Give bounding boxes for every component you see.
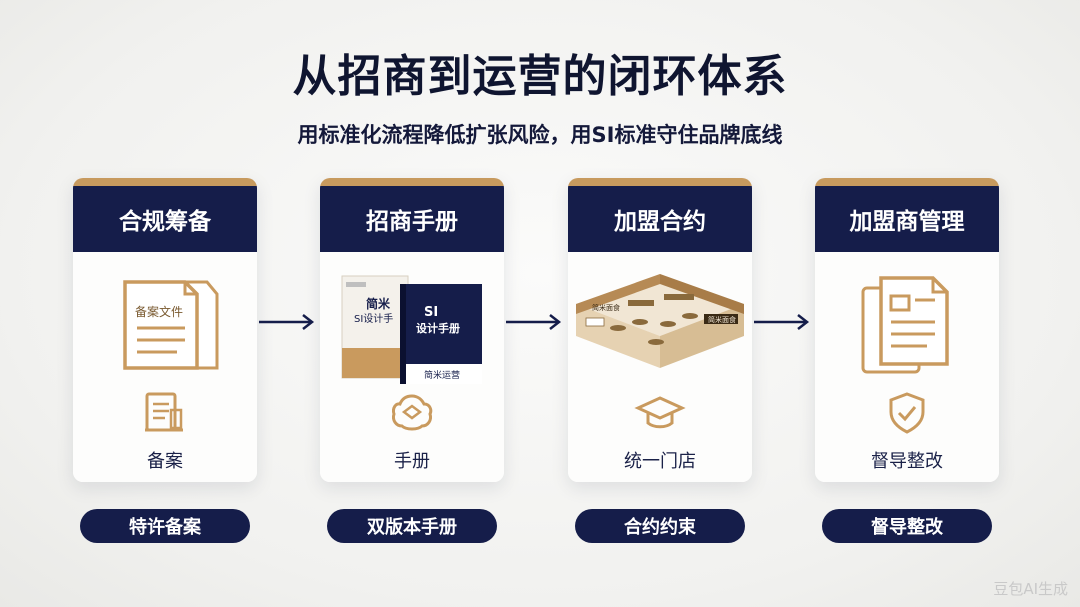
card-accent-bar	[815, 178, 999, 186]
card-header: 加盟合约	[568, 186, 752, 252]
card-header: 加盟商管理	[815, 186, 999, 252]
book-blue-title: SI	[424, 305, 438, 320]
management-documents-illustration	[861, 276, 949, 374]
step-card-compliance: 合规筹备 备案文件 备案	[73, 178, 257, 482]
page-subtitle: 用标准化流程降低扩张风险，用SI标准守住品牌底线	[297, 123, 783, 147]
book-blue-footer: 简米运营	[424, 369, 460, 381]
flow-arrow-icon	[754, 314, 810, 330]
card-accent-bar	[568, 178, 752, 186]
flow-arrow-icon	[506, 314, 562, 330]
card-header: 合规筹备	[73, 186, 257, 252]
step-card-franchisee-management: 加盟商管理 督导整改	[815, 178, 999, 482]
page-title: 从招商到运营的闭环体系	[292, 51, 788, 102]
book-white-title: 简米	[366, 296, 391, 311]
card-header: 招商手册	[320, 186, 504, 252]
cloud-badge-icon	[392, 394, 433, 431]
step-pill-label: 督导整改	[822, 509, 992, 543]
step-pill-label: 双版本手册	[327, 509, 497, 543]
watermark: 豆包AI生成	[993, 580, 1068, 598]
flow-arrow-icon	[259, 314, 315, 330]
doc-label: 备案文件	[135, 304, 183, 319]
card-accent-bar	[320, 178, 504, 186]
book-white-subtitle: SI设计手	[354, 312, 393, 325]
card-caption: 手册	[394, 451, 430, 472]
card-accent-bar	[73, 178, 257, 186]
filing-document-illustration: 备案文件	[123, 280, 219, 370]
card-caption: 备案	[147, 451, 183, 472]
card-caption: 督导整改	[871, 451, 943, 472]
card-caption: 统一门店	[624, 451, 696, 472]
store-interior-illustration: 简米面食 简米面食	[576, 274, 744, 368]
step-pill-label: 合约约束	[575, 509, 745, 543]
handbook-books-illustration: 简米 SI设计手 SI 设计手册 简米运营	[341, 275, 482, 384]
step-card-contract: 加盟合约 简米面食 简米面食 统一门店	[568, 178, 752, 482]
step-pill-label: 特许备案	[80, 509, 250, 543]
shield-check-icon	[889, 392, 925, 434]
store-sign-left: 简米面食	[592, 303, 620, 312]
graduation-cap-icon	[634, 396, 686, 429]
book-blue-subtitle: 设计手册	[416, 321, 460, 335]
store-sign-right: 简米面食	[708, 315, 736, 324]
form-document-icon	[145, 392, 183, 432]
step-card-handbook: 招商手册 简米 SI设计手 SI 设计手册 简米运营 手册	[320, 178, 504, 482]
